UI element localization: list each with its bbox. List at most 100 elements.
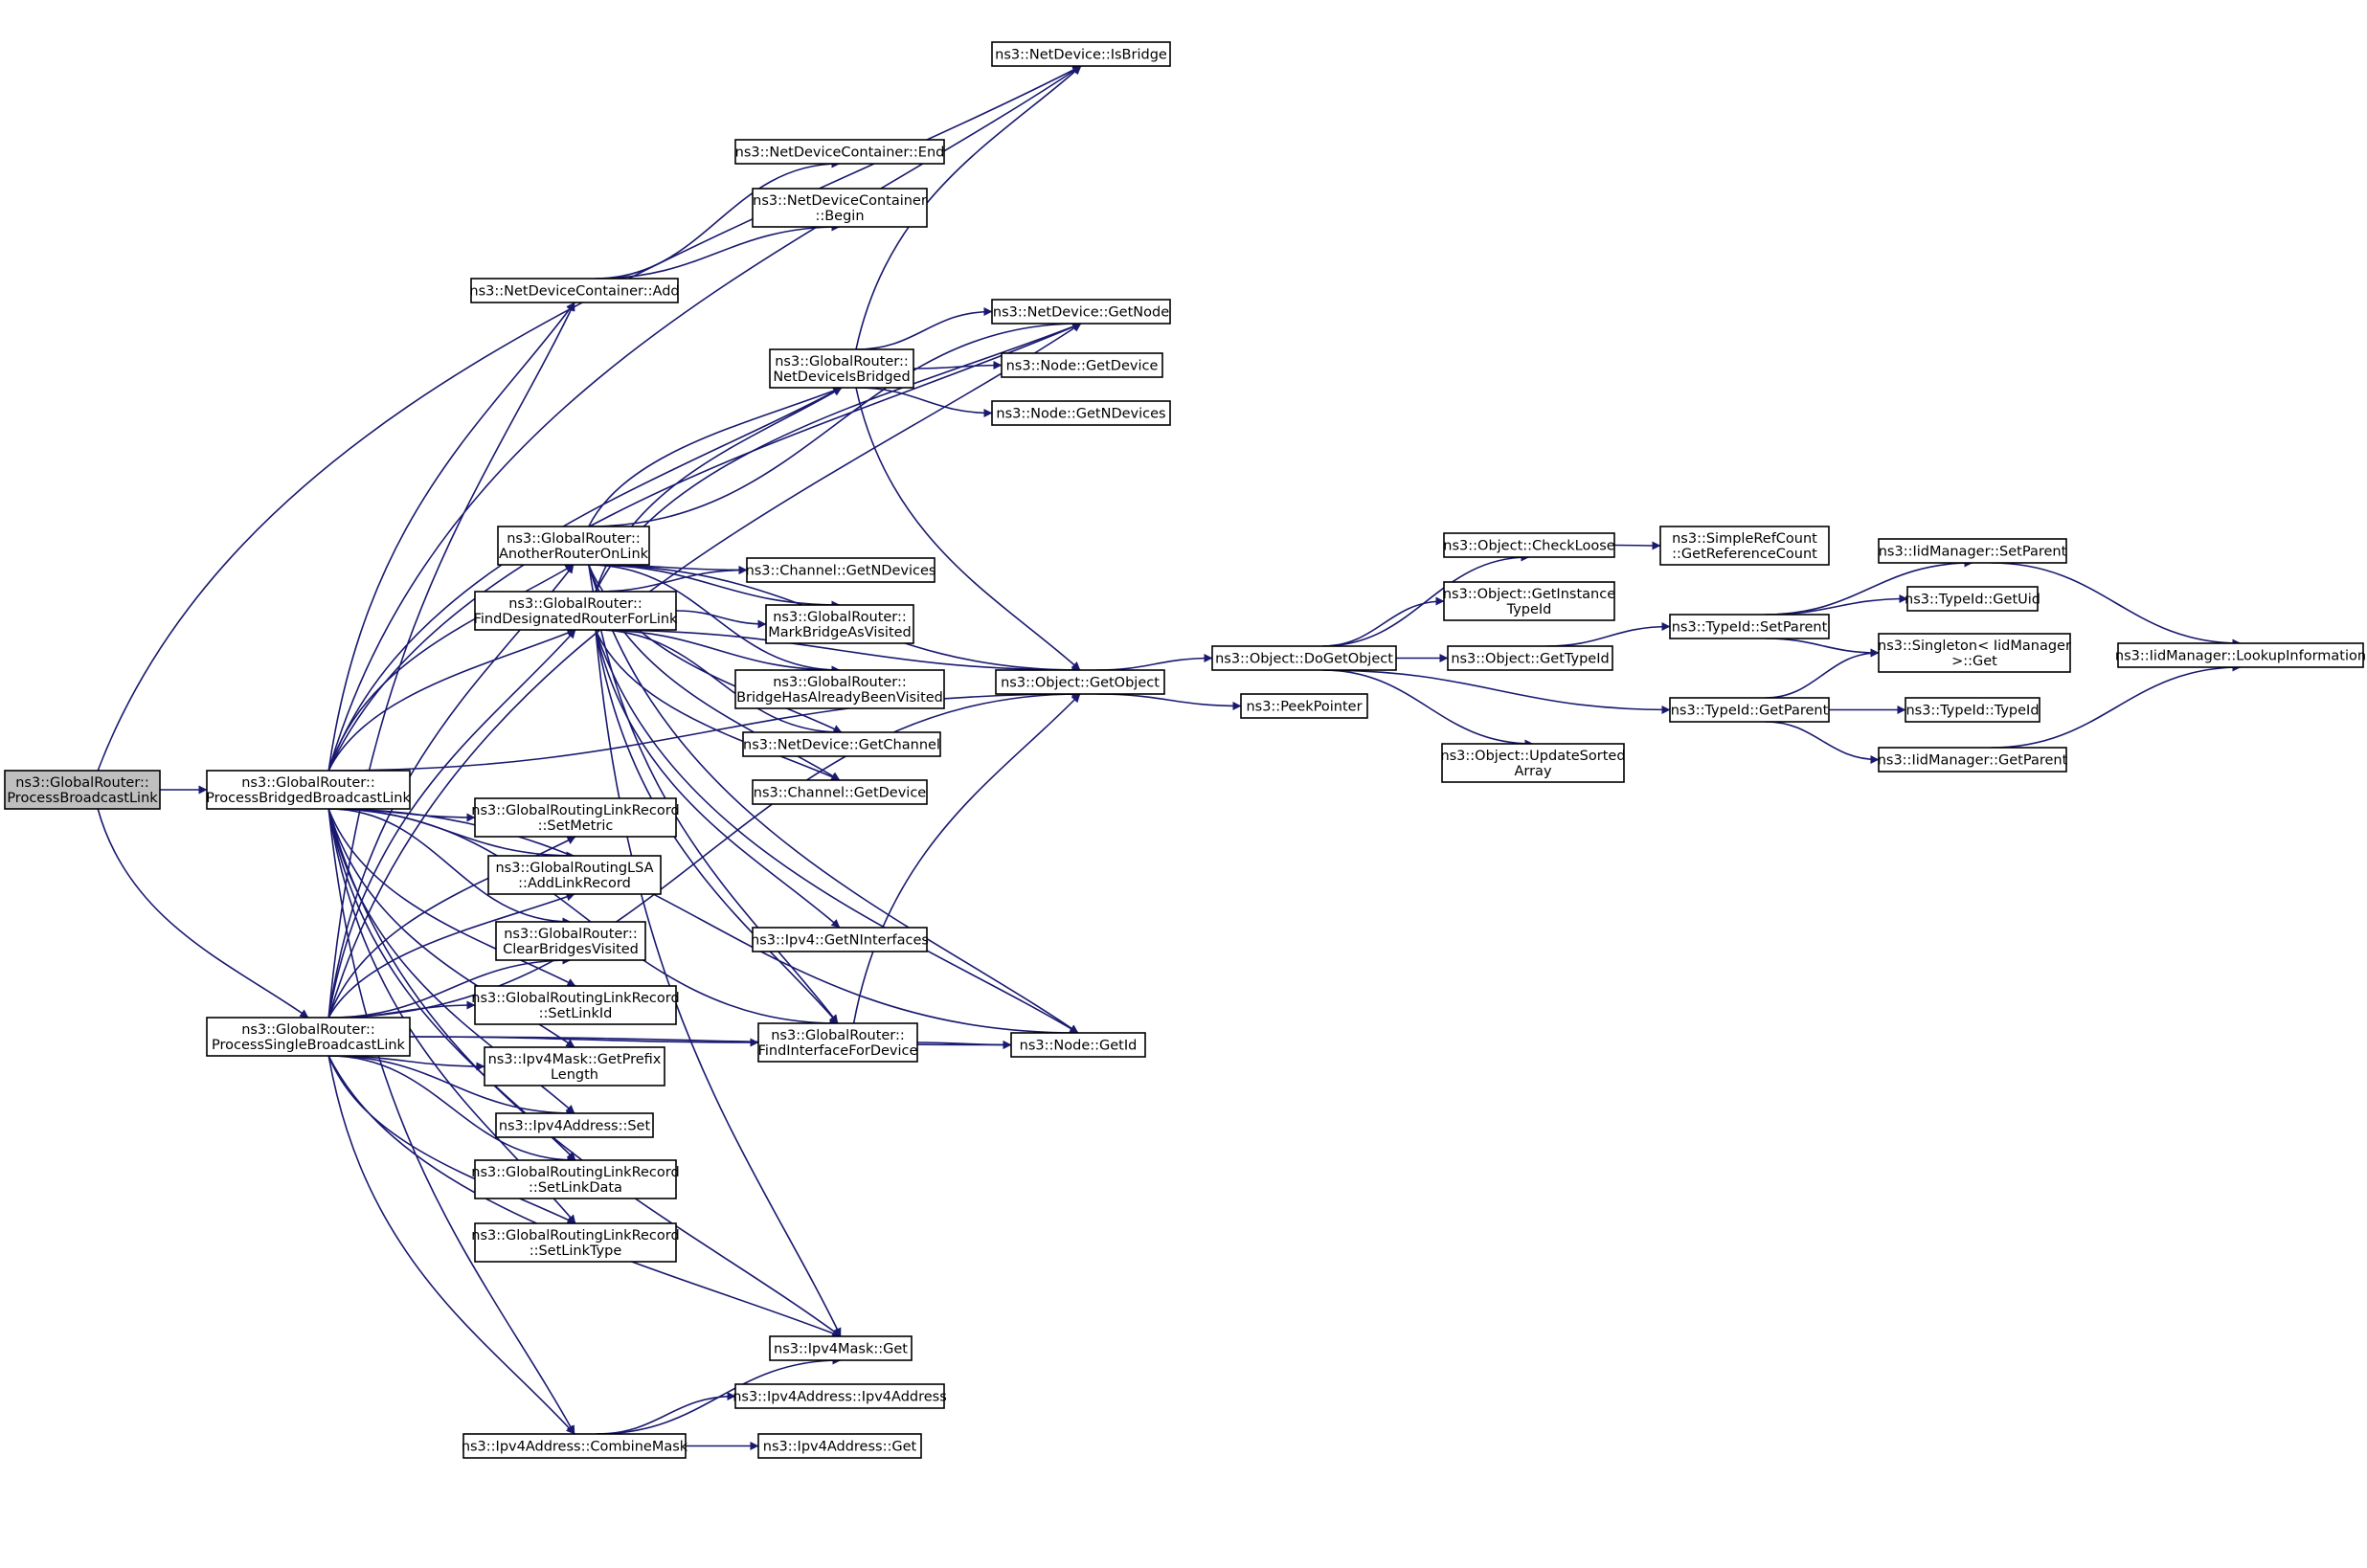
node-psbl[interactable]: ns3::GlobalRouter::ProcessSingleBroadcas… bbox=[206, 1017, 411, 1057]
node-box bbox=[487, 855, 662, 895]
edge-aroL-to-bhabv bbox=[588, 564, 841, 675]
node-iid-setparent[interactable]: ns3::IidManager::SetParent bbox=[1878, 538, 2067, 564]
node-addr-ctor[interactable]: ns3::Ipv4Address::Ipv4Address bbox=[733, 1383, 947, 1409]
node-srcount[interactable]: ns3::SimpleRefCount::GetReferenceCount bbox=[1659, 526, 1830, 566]
node-obj-gettypeid[interactable]: ns3::Object::GetTypeId bbox=[1447, 645, 1613, 671]
node-ch-getn[interactable]: ns3::Channel::GetNDevices bbox=[746, 557, 936, 583]
node-peekptr[interactable]: ns3::PeekPointer bbox=[1240, 693, 1368, 719]
node-nd-getnode[interactable]: ns3::NetDevice::GetNode bbox=[991, 299, 1171, 325]
node-label: ns3::GlobalRoutingLinkRecord bbox=[471, 1228, 679, 1243]
node-fifd[interactable]: ns3::GlobalRouter::FindInterfaceForDevic… bbox=[757, 1022, 918, 1063]
edge-ndib-to-node-getndev bbox=[855, 387, 993, 417]
node-box bbox=[474, 985, 677, 1025]
node-box bbox=[2117, 642, 2364, 668]
node-grlr-setlinkid[interactable]: ns3::GlobalRoutingLinkRecord::SetLinkId bbox=[471, 985, 680, 1025]
node-pbbl[interactable]: ns3::GlobalRouter::ProcessBridgedBroadca… bbox=[206, 770, 412, 810]
node-node-getndev[interactable]: ns3::Node::GetNDevices bbox=[991, 400, 1171, 426]
node-nd-isbridge[interactable]: ns3::NetDevice::IsBridge bbox=[991, 41, 1171, 67]
node-obj-checkloose[interactable]: ns3::Object::CheckLoose bbox=[1443, 532, 1615, 558]
node-label: ns3::GlobalRouter:: bbox=[507, 531, 641, 547]
node-ndc-end[interactable]: ns3::NetDeviceContainer::End bbox=[734, 139, 945, 165]
edge-tid-setparent-to-tid-getuid bbox=[1765, 594, 1908, 616]
node-iid-getparent[interactable]: ns3::IidManager::GetParent bbox=[1878, 747, 2068, 773]
node-box bbox=[734, 1383, 945, 1409]
node-obj-getobject[interactable]: ns3::Object::GetObject bbox=[995, 669, 1165, 695]
node-label: ::SetLinkId bbox=[539, 1006, 613, 1021]
node-addr-set[interactable]: ns3::Ipv4Address::Set bbox=[495, 1112, 654, 1138]
node-mask-get[interactable]: ns3::Ipv4Mask::Get bbox=[769, 1335, 913, 1361]
node-box bbox=[746, 557, 936, 583]
node-box bbox=[1905, 697, 2040, 723]
node-label: ns3::Channel::GetDevice bbox=[754, 786, 927, 801]
node-singleton-get[interactable]: ns3::Singleton< IidManager>::Get bbox=[1878, 633, 2071, 673]
edge-obj-dogetobject-to-obj-getinst bbox=[1322, 596, 1445, 647]
node-box bbox=[1443, 581, 1615, 621]
nodes-layer: ns3::GlobalRouter::ProcessBroadcastLinkn… bbox=[4, 41, 2366, 1459]
node-label: ns3::Object::GetObject bbox=[1001, 676, 1160, 691]
node-glsa-add[interactable]: ns3::GlobalRoutingLSA::AddLinkRecord bbox=[487, 855, 662, 895]
node-obj-dogetobject[interactable]: ns3::Object::DoGetObject bbox=[1211, 645, 1397, 671]
edge-fdrL-to-markbv bbox=[675, 610, 767, 629]
edge-tid-getparent-to-singleton-get bbox=[1765, 648, 1880, 699]
node-ndc-add[interactable]: ns3::NetDeviceContainer::Add bbox=[469, 278, 680, 303]
edge-iid-setparent-to-iid-lookup bbox=[1991, 562, 2242, 648]
edge-fdrL-to-mask-get bbox=[595, 629, 842, 1337]
node-label: ProcessBridgedBroadcastLink bbox=[206, 791, 411, 806]
node-ndib[interactable]: ns3::GlobalRouter::NetDeviceIsBridged bbox=[769, 348, 914, 389]
node-aroL[interactable]: ns3::GlobalRouter::AnotherRouterOnLink bbox=[497, 526, 650, 566]
edge-ndib-to-nd-getnode bbox=[855, 307, 993, 350]
node-tid-typeid[interactable]: ns3::TypeId::TypeId bbox=[1905, 697, 2040, 723]
node-box bbox=[1010, 1032, 1146, 1058]
edge-obj-dogetobject-to-obj-updsorted bbox=[1322, 669, 1534, 749]
node-label: FindDesignatedRouterForLink bbox=[474, 612, 678, 627]
node-grlr-setlinkdata[interactable]: ns3::GlobalRoutingLinkRecord::SetLinkDat… bbox=[471, 1159, 680, 1199]
edge-psbl-to-addr-combine bbox=[327, 1055, 575, 1435]
edge-fdrL-to-ipv4-getn bbox=[595, 629, 841, 929]
node-label: ns3::Object::CheckLoose bbox=[1443, 539, 1614, 554]
node-iid-lookup[interactable]: ns3::IidManager::LookupInformation bbox=[2115, 642, 2366, 668]
node-ndc-begin[interactable]: ns3::NetDeviceContainer::Begin bbox=[752, 188, 928, 228]
node-label: MarkBridgeAsVisited bbox=[768, 625, 912, 640]
node-box bbox=[1447, 645, 1613, 671]
node-tid-getparent[interactable]: ns3::TypeId::GetParent bbox=[1669, 697, 1830, 723]
node-grlr-setlinktype[interactable]: ns3::GlobalRoutingLinkRecord::SetLinkTyp… bbox=[471, 1222, 680, 1263]
node-label: Array bbox=[1514, 764, 1551, 779]
node-bhabv[interactable]: ns3::GlobalRouter::BridgeHasAlreadyBeenV… bbox=[734, 669, 945, 709]
node-tid-getuid[interactable]: ns3::TypeId::GetUid bbox=[1905, 586, 2040, 612]
node-clearbv[interactable]: ns3::GlobalRouter::ClearBridgesVisited bbox=[495, 921, 646, 961]
node-grlr-setmetric[interactable]: ns3::GlobalRoutingLinkRecord::SetMetric bbox=[471, 797, 680, 838]
node-addr-combine[interactable]: ns3::Ipv4Address::CombineMask bbox=[462, 1433, 688, 1459]
edge-psbl-to-glsa-add bbox=[327, 892, 575, 1019]
node-ipv4-getn[interactable]: ns3::Ipv4::GetNInterfaces bbox=[751, 927, 929, 952]
node-label: ns3::GlobalRoutingLSA bbox=[495, 861, 653, 876]
node-fdrL[interactable]: ns3::GlobalRouter::FindDesignatedRouterF… bbox=[474, 591, 678, 631]
node-box bbox=[1878, 633, 2071, 673]
node-box bbox=[1240, 693, 1368, 719]
node-box bbox=[206, 770, 411, 810]
edge-obj-getobject-to-obj-dogetobject bbox=[1096, 654, 1213, 671]
node-nd-getch[interactable]: ns3::NetDevice::GetChannel bbox=[742, 731, 941, 757]
edge-fdrL-to-ch-getn bbox=[595, 566, 748, 593]
node-addr-get[interactable]: ns3::Ipv4Address::Get bbox=[757, 1433, 922, 1459]
edge-fdrL-to-obj-getobject bbox=[595, 629, 1081, 675]
node-tid-setparent[interactable]: ns3::TypeId::SetParent bbox=[1669, 614, 1830, 639]
node-label: ns3::Node::GetNDevices bbox=[996, 407, 1165, 422]
node-box bbox=[206, 1017, 411, 1057]
node-label: NetDeviceIsBridged bbox=[773, 370, 910, 385]
node-box bbox=[4, 770, 161, 810]
edge-obj-getobject-to-peekptr bbox=[1096, 693, 1242, 710]
node-node-getdev[interactable]: ns3::Node::GetDevice bbox=[1001, 352, 1163, 378]
node-label: ns3::GlobalRouter:: bbox=[775, 354, 909, 370]
edge-pbbl-to-fifd bbox=[328, 808, 839, 1028]
node-node-getid[interactable]: ns3::Node::GetId bbox=[1010, 1032, 1146, 1058]
node-label: ns3::TypeId::SetParent bbox=[1672, 620, 1828, 636]
node-box bbox=[474, 1222, 677, 1263]
node-ch-getdev[interactable]: ns3::Channel::GetDevice bbox=[752, 779, 928, 805]
node-box bbox=[757, 1433, 922, 1459]
node-root[interactable]: ns3::GlobalRouter::ProcessBroadcastLink bbox=[4, 770, 161, 810]
node-label: AnotherRouterOnLink bbox=[499, 547, 649, 562]
node-markbv[interactable]: ns3::GlobalRouter::MarkBridgeAsVisited bbox=[765, 604, 914, 644]
